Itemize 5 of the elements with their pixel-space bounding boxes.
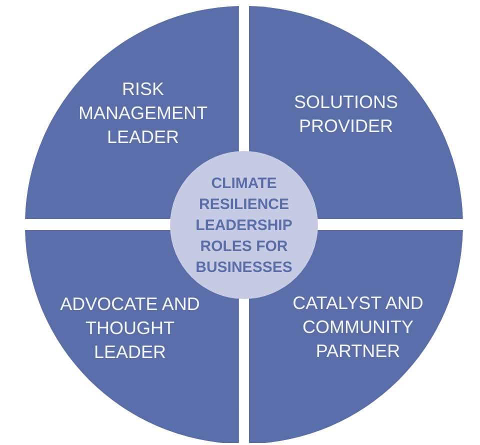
role-label: SOLUTIONS PROVIDER bbox=[292, 90, 400, 138]
role-label: CATALYST AND COMMUNITY PARTNER bbox=[292, 292, 424, 363]
role-label: ADVOCATE AND THOUGHT LEADER bbox=[59, 293, 201, 364]
role-label: RISK MANAGEMENT LEADER bbox=[77, 78, 208, 149]
center-title: CLIMATE RESILIENCE LEADERSHIP ROLES FOR BUSINESSES bbox=[194, 174, 294, 278]
